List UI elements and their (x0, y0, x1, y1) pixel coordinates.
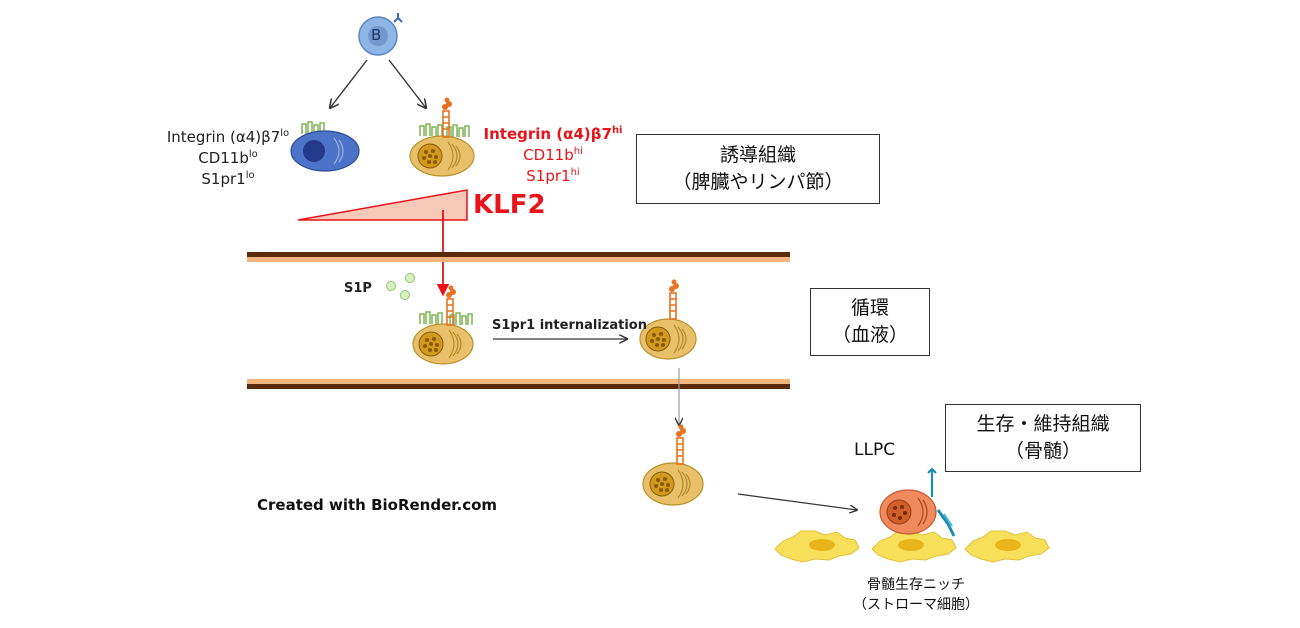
circulation-box: 循環 （血液） (810, 288, 930, 356)
niche-label: 骨髄生存ニッチ （ストローマ細胞） (853, 577, 979, 613)
vessel-wall-top (247, 252, 790, 262)
biorender-credit: Created with BioRender.com (257, 496, 498, 514)
klf2-label: KLF2 (473, 190, 546, 220)
migrating-plasmablast (642, 423, 704, 506)
b-cell (358, 13, 403, 56)
vessel-wall-bottom (247, 379, 790, 389)
klf2-gradient-wedge (297, 189, 468, 221)
s1p-label: S1P (344, 281, 372, 296)
b-cell-label: B (371, 26, 382, 44)
arrow-to-llpc (737, 493, 857, 510)
hi-cell-markers: Integrin (α4)β7hi CD11bhi S1pr1hi (483, 125, 623, 185)
circulating-plasmablast (412, 284, 474, 365)
plasmablast-lo (290, 121, 360, 172)
s1p-molecules (386, 273, 415, 300)
induction-tissue-box: 誘導組織 （脾臓やリンパ節） (636, 134, 880, 204)
internalized-plasmablast (639, 278, 697, 360)
plasmablast-hi (409, 96, 475, 177)
lo-cell-markers: Integrin (α4)β7lo CD11blo S1pr1lo (166, 128, 290, 188)
arrow-to-hi-cell (388, 59, 426, 108)
internalization-label: S1pr1 internalization (492, 318, 647, 333)
stromal-cells (774, 530, 1050, 563)
llpc-label: LLPC (854, 440, 896, 460)
survival-tissue-box: 生存・維持組織 （骨髄） (945, 404, 1141, 472)
arrow-to-lo-cell (330, 59, 368, 108)
llpc-cell (879, 467, 956, 537)
